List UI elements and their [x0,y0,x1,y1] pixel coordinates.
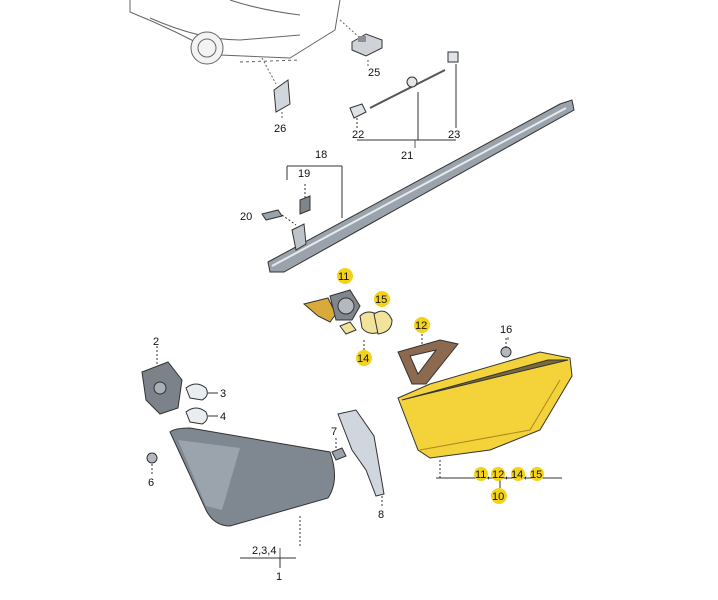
callout-15: 15 [374,291,390,307]
callout-labels: 1 2,3,4 2 3 4 6 7 8 10 11 12 14 15 [148,67,544,583]
callout-3: 3 [220,388,226,400]
vehicle-rear-sketch [129,0,361,85]
callout-21: 21 [401,150,413,162]
part-15-bulb [373,310,393,335]
svg-text:11: 11 [338,271,349,283]
callout-4: 4 [220,411,226,423]
part-11-bulb-holder [302,289,385,350]
callout-6: 6 [148,477,154,489]
callout-7: 7 [331,426,337,438]
part-21-cable-set [349,51,459,141]
callout-25: 25 [368,67,380,79]
part-26-plate [273,79,291,113]
callout-2-3-4: 2,3,4 [252,545,276,557]
callout-14: 14 [356,350,372,366]
part-8-bracket [331,409,385,506]
callout-20: 20 [240,211,252,223]
part-12-seal [397,339,459,385]
svg-text:15: 15 [530,469,542,481]
svg-text:15: 15 [375,294,387,306]
callout-12: 12 [414,317,430,333]
callout-8: 8 [378,509,384,521]
callout-26: 26 [274,123,286,135]
svg-text:11: 11 [475,469,486,481]
callout-22: 22 [352,129,364,141]
svg-text:12: 12 [415,320,427,332]
svg-text:14: 14 [357,353,369,365]
callout-23: 23 [448,129,460,141]
callout-19: 19 [298,168,310,180]
svg-text:,: , [524,469,527,481]
callout-11: 11 [337,268,353,284]
callout-18: 18 [315,149,327,161]
part-18-trim-strip [261,99,575,273]
svg-text:10: 10 [492,491,504,503]
svg-text:12: 12 [492,469,504,481]
callout-1: 1 [276,571,282,583]
callout-10: 10 [491,488,507,504]
callout-16: 16 [500,324,512,336]
callout-10-group: 11 , 12 , 14 , 15 [474,467,544,481]
leader-lines [279,60,509,558]
svg-text:,: , [505,469,508,481]
part-25-clip [351,33,383,57]
part-1-tail-lamp [146,427,335,568]
part-10-inner-lamp [397,338,573,488]
part-2-socket [141,346,218,425]
svg-text:,: , [487,469,490,481]
svg-text:14: 14 [511,469,523,481]
callout-2: 2 [153,336,159,348]
